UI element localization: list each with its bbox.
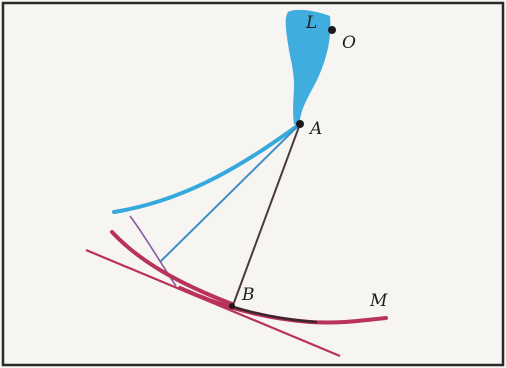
point-b	[229, 303, 235, 309]
blue-line-a	[159, 123, 301, 263]
label-b: B	[241, 285, 255, 305]
label-a: A	[308, 119, 322, 139]
label-o: O	[342, 33, 356, 53]
blue-arc	[112, 122, 302, 214]
dark-segment	[228, 304, 318, 324]
red-arc-left	[110, 230, 234, 306]
label-l: L	[305, 13, 317, 33]
point-a	[296, 120, 304, 128]
label-m: M	[369, 291, 388, 311]
purple-curve	[129, 215, 177, 287]
blue-fluid-shape	[285, 9, 331, 125]
line-ab	[231, 123, 301, 309]
point-o	[328, 26, 336, 34]
